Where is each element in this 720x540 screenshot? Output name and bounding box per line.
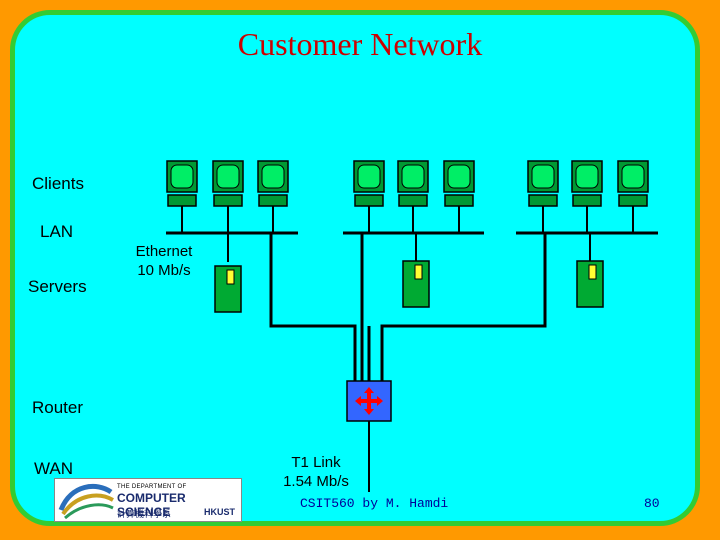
label-router: Router bbox=[32, 398, 84, 417]
t1-link-label: T1 Link 1.54 Mb/s bbox=[276, 453, 356, 491]
client-computer-icon bbox=[527, 160, 559, 207]
ethernet-label-line1: Ethernet bbox=[135, 243, 193, 260]
client-computer-icon bbox=[257, 160, 289, 207]
ethernet-label: Ethernet 10 Mb/s bbox=[126, 242, 202, 280]
label-lan: LAN bbox=[40, 222, 74, 241]
logo-text-chinese: 計算機科學系 bbox=[117, 509, 172, 519]
label-servers: Servers bbox=[28, 277, 87, 296]
server-icon bbox=[402, 260, 430, 308]
client-computer-icon bbox=[212, 160, 244, 207]
client-computer-icon bbox=[443, 160, 475, 207]
logo-text-top: THE DEPARTMENT OF bbox=[117, 484, 187, 490]
client-computer-icon bbox=[397, 160, 429, 207]
t1-link-label-line2: 1.54 Mb/s bbox=[283, 473, 349, 490]
router-group bbox=[346, 380, 392, 422]
footer-course: CSIT560 by M. Hamdi bbox=[300, 496, 449, 511]
client-computer-icon bbox=[353, 160, 385, 207]
router-icon bbox=[346, 380, 392, 422]
clients-group bbox=[166, 160, 649, 207]
server-icon bbox=[214, 265, 242, 313]
logo-text-main: COMPUTER SCIENCE bbox=[117, 491, 186, 519]
client-computer-icon bbox=[617, 160, 649, 207]
footer-page-number: 80 bbox=[644, 496, 660, 511]
client-computer-icon bbox=[571, 160, 603, 207]
label-clients: Clients bbox=[32, 174, 84, 193]
ethernet-label-line2: 10 Mb/s bbox=[137, 262, 191, 279]
label-wan: WAN bbox=[34, 459, 74, 478]
logo-swoosh-icon bbox=[58, 483, 114, 520]
hkust-cs-logo: THE DEPARTMENT OF COMPUTER SCIENCE 計算機科學… bbox=[54, 478, 242, 522]
uplink-line bbox=[269, 233, 357, 381]
client-computer-icon bbox=[166, 160, 198, 207]
slide-title: Customer Network bbox=[237, 26, 483, 62]
servers-group bbox=[214, 260, 604, 313]
logo-text-hkust: HKUST bbox=[204, 507, 235, 517]
network-lines bbox=[166, 206, 658, 492]
router-arrows-icon bbox=[355, 387, 383, 415]
server-icon bbox=[576, 260, 604, 308]
uplink-line bbox=[380, 233, 547, 381]
t1-link-label-line1: T1 Link bbox=[291, 454, 341, 471]
